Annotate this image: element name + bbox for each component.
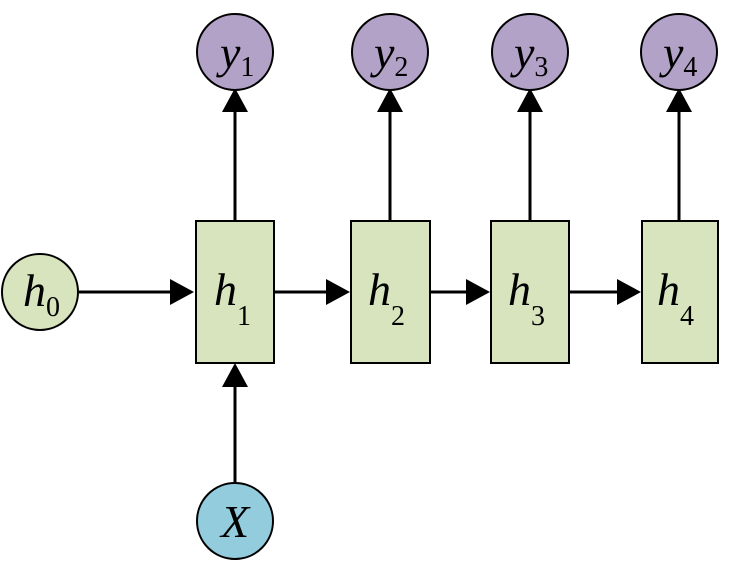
output-label-2: y2 bbox=[370, 27, 408, 83]
arrowhead-h3-h4 bbox=[617, 279, 641, 305]
hidden-label-3: h3 bbox=[508, 264, 545, 332]
output-node: y2 bbox=[351, 13, 429, 91]
hidden-node: h4 bbox=[641, 220, 719, 364]
initial-state-circle bbox=[1, 253, 79, 331]
output-label-1: y1 bbox=[216, 27, 254, 83]
output-node: y3 bbox=[491, 13, 569, 91]
hidden-node: h2 bbox=[350, 220, 431, 364]
edges bbox=[79, 88, 692, 483]
input-label: X bbox=[219, 496, 251, 547]
hidden-label-2: h2 bbox=[368, 264, 405, 332]
hidden-box-4 bbox=[641, 220, 719, 364]
input-node: X bbox=[196, 482, 274, 560]
arrowhead-h2-h3 bbox=[466, 279, 490, 305]
arrowhead-h4-y4 bbox=[666, 88, 692, 112]
arrowhead-h1-h2 bbox=[326, 279, 350, 305]
arrowhead-h2-y2 bbox=[377, 88, 403, 112]
output-circle-2 bbox=[351, 13, 429, 91]
output-circle-4 bbox=[640, 13, 718, 91]
output-label-3: y3 bbox=[510, 27, 548, 83]
hidden-label-1: h1 bbox=[214, 264, 251, 332]
input-circle bbox=[196, 482, 274, 560]
output-circle-3 bbox=[491, 13, 569, 91]
hidden-node: h1 bbox=[195, 220, 275, 364]
hidden-box-3 bbox=[490, 220, 570, 364]
arrowhead-x-h1 bbox=[222, 363, 248, 387]
arrowhead-h3-y3 bbox=[517, 88, 543, 112]
initial-state-label: h0 bbox=[23, 265, 60, 323]
initial-state-node: h0 bbox=[1, 253, 79, 331]
output-label-4: y4 bbox=[659, 27, 697, 83]
output-node: y1 bbox=[196, 13, 274, 91]
hidden-box-1 bbox=[195, 220, 275, 364]
output-circle-1 bbox=[196, 13, 274, 91]
hidden-label-4: h4 bbox=[657, 264, 694, 332]
output-node: y4 bbox=[640, 13, 718, 91]
hidden-node: h3 bbox=[490, 220, 570, 364]
hidden-box-2 bbox=[350, 220, 431, 364]
arrowhead-h0-h1 bbox=[170, 279, 194, 305]
arrowhead-h1-y1 bbox=[222, 88, 248, 112]
